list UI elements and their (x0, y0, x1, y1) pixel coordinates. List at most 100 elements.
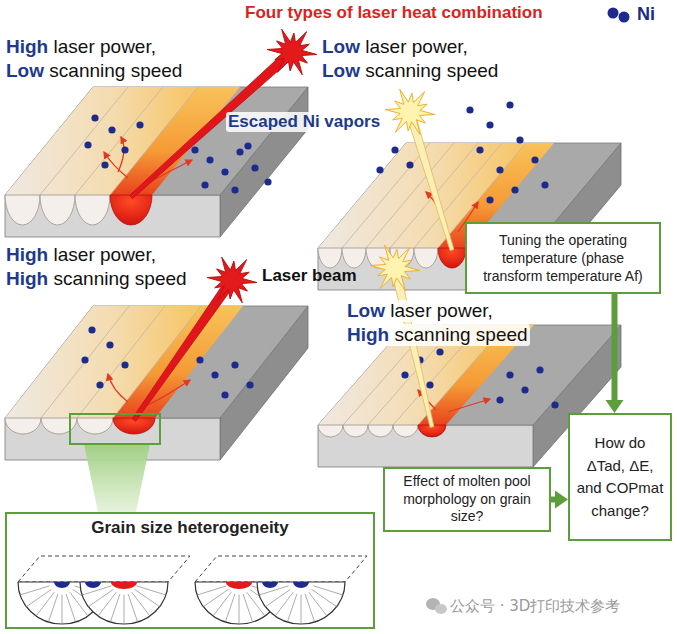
solidified-pool (393, 425, 418, 437)
dashed-top-plane (18, 556, 190, 582)
ni-vapor-dot (521, 386, 528, 393)
condition-label: High scanning speed (6, 268, 187, 290)
ni-vapor-dot (436, 348, 443, 355)
power-speed-level: High (6, 268, 48, 289)
ni-vapor-dot (496, 166, 503, 173)
vapor-flow-arrow (448, 399, 490, 412)
power-speed-level: Low (322, 60, 360, 81)
track-boundary (41, 306, 129, 418)
ni-vapor-dot (196, 356, 203, 363)
ni-vapor-dot (401, 371, 408, 378)
ni-vapor-dot (536, 366, 543, 373)
ni-vapor-dot (101, 161, 108, 168)
condition-label: Lowlaser power, (345, 300, 495, 322)
solidified-pool (77, 418, 113, 434)
block-top (5, 87, 308, 195)
parameter-name: scanning speed (365, 60, 498, 81)
ni-vapor-dot (136, 121, 143, 128)
block-top (5, 306, 308, 418)
ni-vapor-dot (551, 401, 558, 408)
ni-vapor-dot (516, 136, 523, 143)
ni-vapor-dot (486, 121, 493, 128)
molten-pool (438, 248, 466, 268)
block-front (318, 425, 533, 467)
laser-beam (406, 111, 454, 251)
ni-vapor-dot (391, 146, 398, 153)
ni-vapor-dot (486, 196, 493, 203)
ni-vapor-dot (531, 156, 538, 163)
grain-boundary (275, 592, 293, 616)
ni-vapor-dot (84, 141, 91, 148)
parameter-name: scanning speed (54, 268, 187, 289)
pool-boundary (257, 582, 345, 624)
track-boundary (77, 306, 165, 418)
solidified-pool (368, 425, 393, 437)
zoom-panel: Grain size heterogeneity (5, 512, 375, 629)
ni-vapor-dot (264, 178, 271, 185)
ni-vapor-dot (236, 148, 243, 155)
watermark-icon (435, 604, 447, 614)
grain-boundary (62, 595, 63, 624)
fine-grain-zone (262, 582, 278, 588)
question-box: How do ΔTad, ΔE, and COPmat change? (568, 413, 672, 541)
solidified-pool (342, 248, 366, 268)
ni-vapor-dot (211, 371, 218, 378)
ni-vapor-dot (476, 146, 483, 153)
grain-boundary (213, 592, 231, 616)
power-speed-level: High (6, 36, 48, 57)
solidified-pool (318, 248, 342, 268)
block-front (5, 195, 220, 237)
grain-boundary (20, 586, 49, 595)
ni-vapor-dot (426, 381, 433, 388)
ni-vapor-dot (88, 326, 95, 333)
grain-boundary (124, 595, 125, 624)
grain-boundary (135, 589, 160, 606)
zoom-frame (70, 414, 160, 444)
solidified-pool (75, 195, 110, 225)
solidified-pool (5, 195, 40, 225)
grain-boundary (36, 592, 54, 616)
vapor-label: Escaped Ni vapors (226, 112, 382, 132)
grain-boundary (197, 586, 226, 595)
parameter-name: laser power, (54, 36, 156, 57)
condition-label: Highlaser power, (6, 244, 156, 266)
dashed-top-plane (195, 556, 367, 582)
condition-label: Lowlaser power, (322, 36, 468, 58)
solidified-pool (40, 195, 75, 225)
laser-beam (132, 277, 236, 421)
watermark: 公众号 · 3D打印技术参考 (450, 597, 620, 616)
legend-ni-dot (608, 8, 619, 19)
legend-text: Ni (637, 4, 655, 25)
laser-beam (391, 267, 434, 428)
box-text: How do ΔTad, ΔE, and COPmat change? (576, 432, 664, 522)
track-boundary (342, 143, 430, 248)
ni-vapor-dot (496, 396, 503, 403)
power-speed-level: Low (347, 300, 385, 321)
ni-vapor-dot (406, 161, 413, 168)
grain-boundary (312, 589, 337, 606)
track-boundary (366, 143, 454, 248)
pool-boundary (80, 582, 168, 624)
fine-grain-zone (85, 582, 101, 588)
ni-vapor-dot (231, 361, 238, 368)
figure-title: Four types of laser heat combination (245, 3, 543, 23)
molten-pool (110, 195, 152, 225)
beam-label: Laser beam (262, 266, 357, 286)
condition-label: High laser power, (6, 36, 156, 58)
fine-grain-zone (293, 582, 309, 588)
zoom-funnel (84, 444, 150, 512)
laser-burst (267, 29, 317, 75)
parameter-name: scanning speed (49, 60, 182, 81)
question-box: Tuning the operating temperature (phase … (465, 222, 661, 294)
power-speed-level: High (347, 324, 389, 345)
ni-vapor-dot (511, 186, 518, 193)
ni-vapor-dot (81, 356, 88, 363)
track-boundary (40, 87, 128, 195)
ni-vapor-dot (121, 361, 128, 368)
ni-vapor-dot (91, 114, 98, 121)
laser-burst (370, 245, 420, 291)
box-text: Effect of molten pool morphology on grai… (399, 473, 535, 526)
power-speed-level: Low (6, 60, 44, 81)
question-box: Effect of molten pool morphology on grai… (383, 467, 551, 532)
